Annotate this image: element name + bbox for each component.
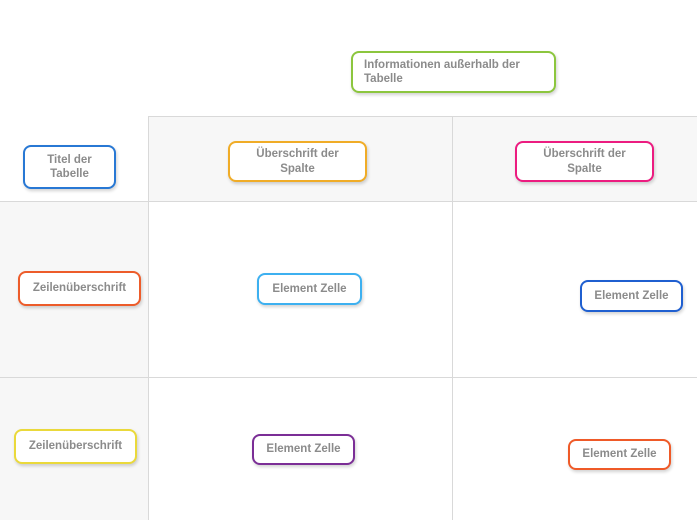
row-header-box-2: Zeilenüberschrift [14, 429, 137, 464]
grid-line-header-top [148, 116, 697, 117]
grid-line-column-1 [148, 116, 149, 520]
grid-line-header-bottom [0, 201, 697, 202]
table-body-area [148, 201, 697, 520]
column-header-box-1: Überschrift der Spalte [228, 141, 367, 182]
table-cell-box-row1-col2: Element Zelle [580, 280, 683, 312]
table-cell-box-row2-col1: Element Zelle [252, 434, 355, 465]
table-title-box: Titel der Tabelle [23, 145, 116, 189]
table-row-header-column [0, 201, 148, 520]
table-cell-box-row2-col2: Element Zelle [568, 439, 671, 470]
grid-line-row-divider [0, 377, 697, 378]
column-header-box-2: Überschrift der Spalte [515, 141, 654, 182]
grid-line-column-2 [452, 116, 453, 520]
row-header-box-1: Zeilenüberschrift [18, 271, 141, 306]
outside-table-info-box: Informationen außerhalb der Tabelle [351, 51, 556, 93]
table-cell-box-row1-col1: Element Zelle [257, 273, 362, 305]
